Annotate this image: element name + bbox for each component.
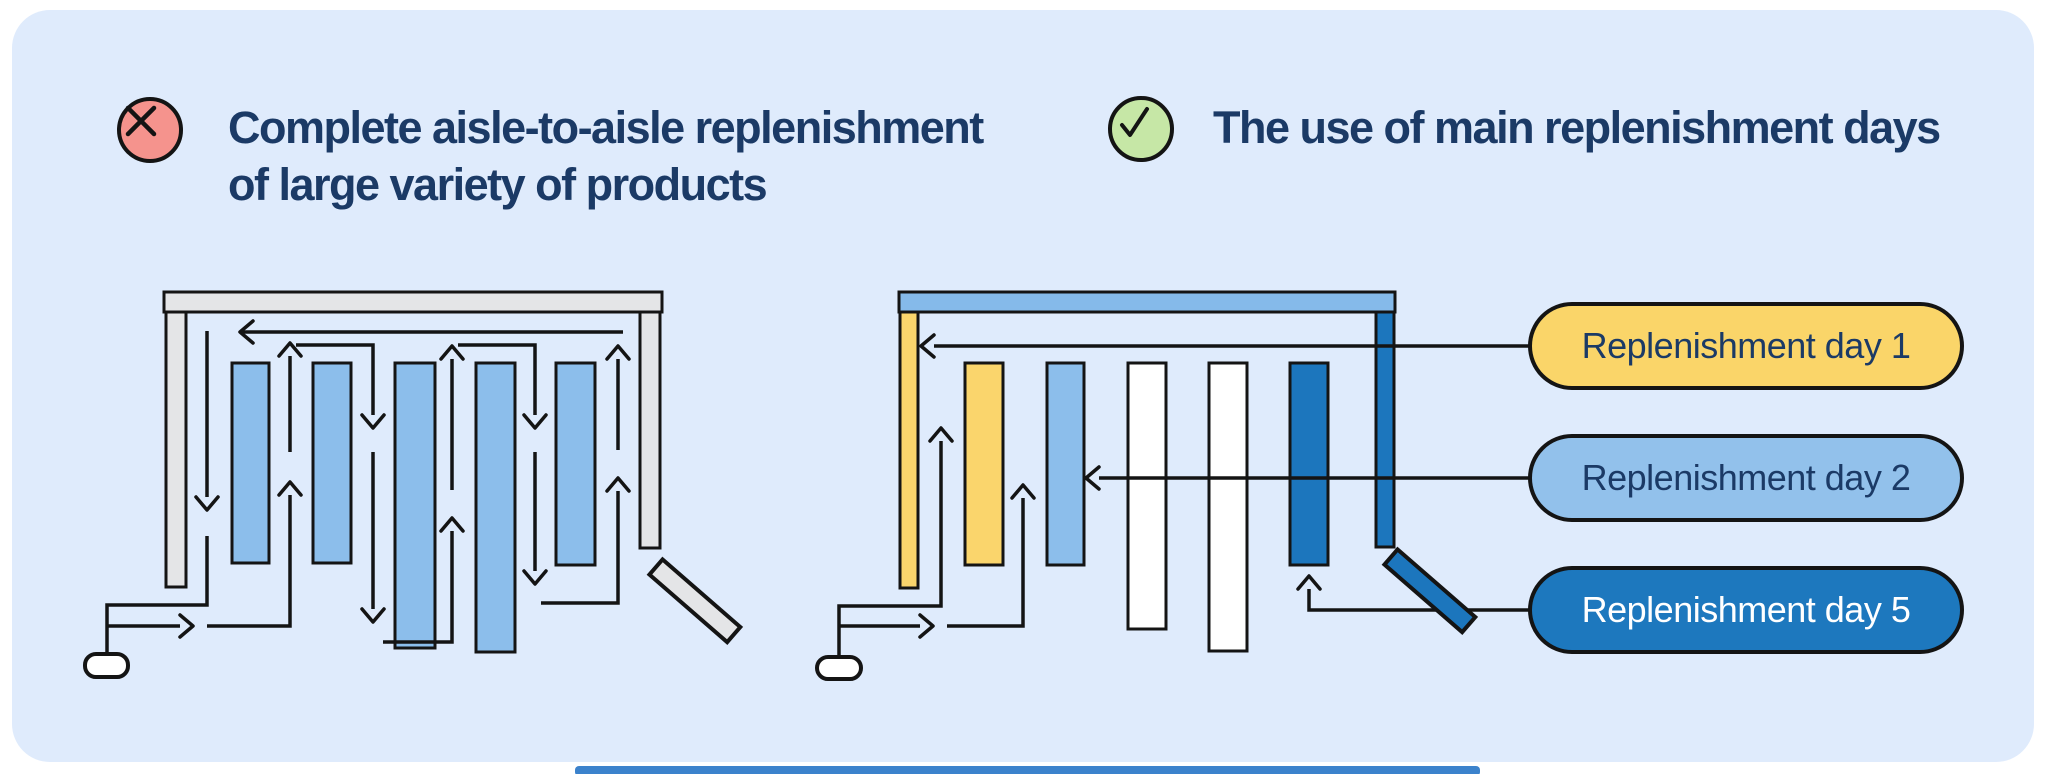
right-left-wall-day1 [898, 310, 920, 590]
left-title-line1: Complete aisle-to-aisle replenishment [228, 102, 984, 153]
right-top-wall [897, 290, 1397, 314]
x-mark [125, 105, 157, 137]
route-arrows-right [837, 426, 1036, 657]
right-aisle-5-day5 [1288, 361, 1330, 567]
left-diagram [83, 290, 744, 679]
next-section-peek [575, 766, 1480, 774]
route-arrows-left [105, 319, 631, 654]
right-entry-door [1381, 546, 1479, 635]
left-aisle-2 [311, 361, 353, 565]
check-mark [1120, 107, 1149, 137]
right-aisle-1-day1 [963, 361, 1005, 567]
left-title-line2: of large variety of products [228, 159, 768, 210]
legend-pill-day1: Replenishment day 1 [1528, 302, 1964, 390]
right-aisle-4 [1207, 361, 1249, 653]
right-cart [815, 655, 863, 681]
left-title: Complete aisle-to-aisle replenishment of… [228, 99, 984, 213]
check-circle-icon [1108, 96, 1174, 162]
right-title: The use of main replenishment days [1213, 102, 1941, 153]
left-left-wall [164, 310, 188, 589]
right-aisle-2-day2 [1045, 361, 1086, 567]
left-entry-door [646, 556, 744, 645]
right-right-wall-day5 [1374, 310, 1396, 549]
right-diagram [815, 290, 1530, 681]
left-aisle-5 [554, 361, 597, 567]
left-top-wall [162, 290, 664, 314]
x-circle-icon [117, 97, 183, 163]
left-aisle-1 [230, 361, 271, 565]
right-aisle-3 [1126, 361, 1168, 631]
left-right-wall [638, 310, 662, 550]
left-cart [83, 652, 130, 679]
left-aisle-3 [393, 361, 437, 650]
left-aisle-4 [474, 361, 517, 654]
legend-pill-day2: Replenishment day 2 [1528, 434, 1964, 522]
legend-pill-day5: Replenishment day 5 [1528, 566, 1964, 654]
